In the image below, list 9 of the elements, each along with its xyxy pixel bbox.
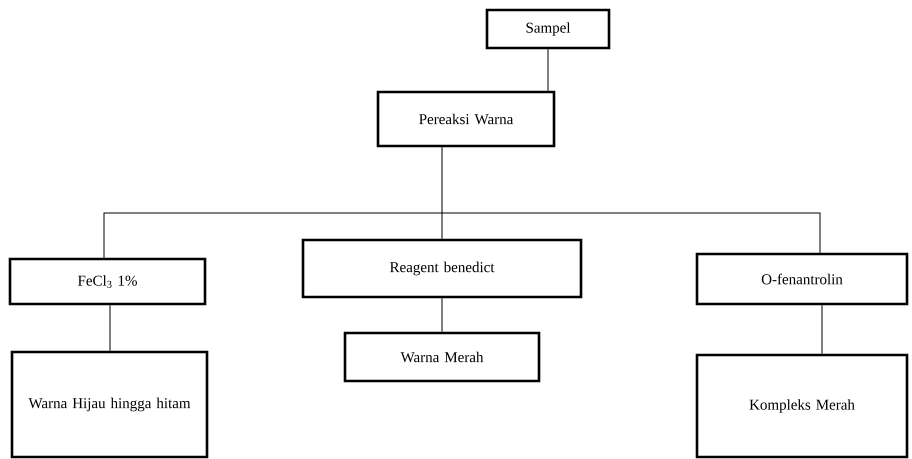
process-box: Sampel [486, 8, 610, 50]
process-box: Warna Merah [344, 332, 540, 382]
process-box: Reagent benedict [302, 238, 582, 298]
process-box: Pereaksi Warna [376, 90, 556, 148]
process-box: O-fenantrolin [696, 252, 908, 306]
connector-line [442, 146, 820, 254]
process-box: Kompleks Merah [696, 354, 908, 458]
process-box: Warna Hijau hingga hitam [10, 350, 208, 458]
process-box: FeCl$_{3}$ 1% [8, 258, 206, 306]
